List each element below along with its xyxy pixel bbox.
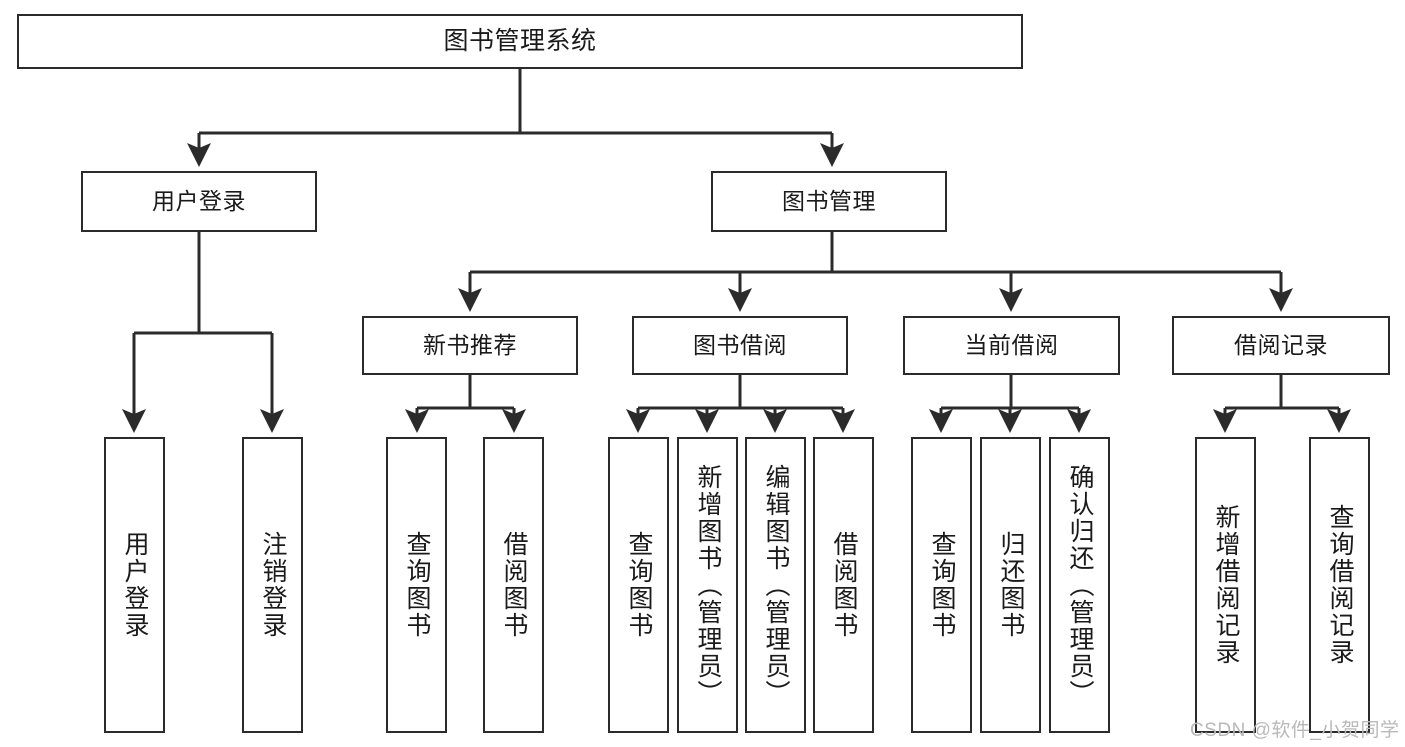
node-book-manage[interactable]: 图书管理 [711, 171, 947, 232]
node-leaf-add-record[interactable]: 新增借阅记录 [1195, 437, 1256, 733]
node-leaf-query-book-2-label: 查询图书 [625, 531, 653, 639]
node-leaf-query-book-3[interactable]: 查询图书 [911, 437, 972, 733]
node-leaf-confirm-return[interactable]: 确认归还（管理员） [1049, 437, 1110, 733]
node-leaf-edit-book[interactable]: 编辑图书（管理员） [745, 437, 806, 733]
node-leaf-edit-book-label: 编辑图书（管理员） [762, 463, 790, 707]
node-borrow-record-label: 借阅记录 [1234, 331, 1328, 358]
node-leaf-query-record-label: 查询借阅记录 [1326, 504, 1354, 666]
watermark: CSDN @软件_小贺同学 [1190, 720, 1400, 741]
node-leaf-borrow-book-2[interactable]: 借阅图书 [813, 437, 874, 733]
node-borrow-record[interactable]: 借阅记录 [1172, 316, 1390, 375]
node-leaf-query-book-2[interactable]: 查询图书 [608, 437, 669, 733]
node-leaf-return-book[interactable]: 归还图书 [980, 437, 1041, 733]
node-root[interactable]: 图书管理系统 [17, 14, 1023, 69]
node-leaf-return-book-label: 归还图书 [997, 531, 1025, 639]
node-leaf-borrow-book-1-label: 借阅图书 [500, 531, 528, 639]
node-leaf-query-book-1-label: 查询图书 [403, 531, 431, 639]
node-leaf-user-login-label: 用户登录 [121, 531, 149, 639]
node-leaf-user-login[interactable]: 用户登录 [104, 437, 165, 733]
node-leaf-query-book-3-label: 查询图书 [928, 531, 956, 639]
node-new-book-rec[interactable]: 新书推荐 [362, 316, 578, 375]
node-leaf-borrow-book-2-label: 借阅图书 [830, 531, 858, 639]
node-leaf-confirm-return-label: 确认归还（管理员） [1066, 463, 1094, 707]
node-leaf-logout-label: 注销登录 [259, 531, 287, 639]
node-book-borrow[interactable]: 图书借阅 [632, 316, 848, 375]
node-root-label: 图书管理系统 [443, 26, 597, 55]
node-leaf-query-record[interactable]: 查询借阅记录 [1309, 437, 1370, 733]
node-leaf-logout[interactable]: 注销登录 [242, 437, 303, 733]
node-current-borrow-label: 当前借阅 [964, 331, 1059, 358]
node-book-borrow-label: 图书借阅 [693, 331, 787, 358]
node-leaf-add-book[interactable]: 新增图书（管理员） [677, 437, 738, 733]
node-leaf-add-book-label: 新增图书（管理员） [694, 463, 722, 707]
node-book-manage-label: 图书管理 [782, 187, 876, 214]
node-current-borrow[interactable]: 当前借阅 [903, 316, 1120, 375]
node-leaf-add-record-label: 新增借阅记录 [1212, 504, 1240, 666]
node-user-login-label: 用户登录 [152, 187, 246, 214]
node-user-login[interactable]: 用户登录 [81, 171, 317, 232]
node-leaf-query-book-1[interactable]: 查询图书 [386, 437, 447, 733]
node-leaf-borrow-book-1[interactable]: 借阅图书 [483, 437, 544, 733]
node-new-book-rec-label: 新书推荐 [423, 331, 517, 358]
